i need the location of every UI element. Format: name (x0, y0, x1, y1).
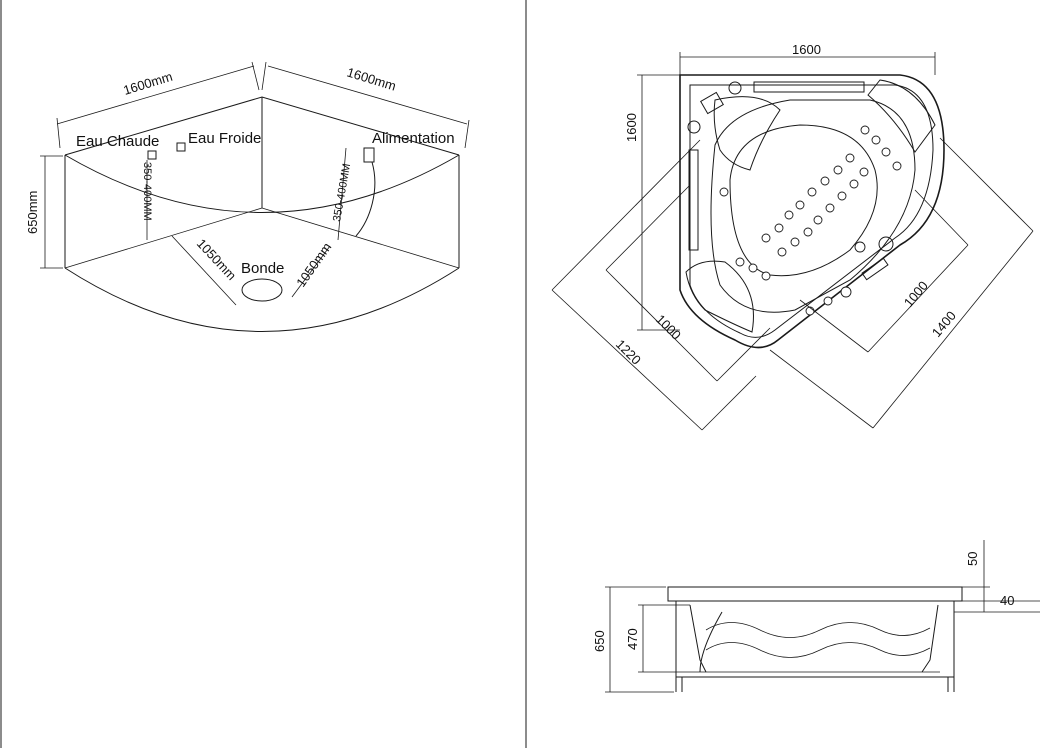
dim-pipe-right: 350-400MM (331, 163, 353, 223)
label-cold-water: Eau Froide (188, 130, 261, 147)
dim-top-left: 1600mm (121, 69, 174, 98)
dim-height: 650mm (25, 191, 40, 234)
dim-top-right: 1600mm (345, 65, 398, 94)
dim-plan-1220: 1220 (613, 337, 644, 368)
drain-icon (241, 278, 283, 302)
headrest-left (713, 96, 781, 171)
corner-bath-3d-view: 1600mm 1600mm 650mm Eau Chaude Eau Froid… (25, 61, 470, 332)
headrest-bottom (685, 260, 754, 333)
dim-plan-1000-right: 1000 (901, 278, 931, 310)
bath-side-view: 650 470 50 40 (592, 540, 1040, 693)
dim-plan-top: 1600 (792, 42, 821, 57)
dim-plan-1400: 1400 (929, 308, 959, 340)
dim-side-rim-side: 40 (1000, 593, 1014, 608)
dim-side-inner: 470 (625, 628, 640, 650)
dim-drain-right: 1050mm (293, 240, 334, 290)
jets (719, 125, 902, 316)
dim-side-total: 650 (592, 630, 607, 652)
bath-plan-view: 1600 1600 1000 1220 1000 1400 (551, 42, 1034, 431)
dim-drain-left: 1050mm (194, 236, 239, 283)
dim-plan-1000-left: 1000 (653, 312, 684, 343)
dim-pipe-left: 350-400MM (141, 162, 153, 221)
label-drain: Bonde (241, 260, 284, 277)
dim-side-rim-top: 50 (965, 552, 980, 566)
label-hot-water: Eau Chaude (76, 133, 159, 150)
headrest-top (867, 79, 936, 153)
label-power: Alimentation (372, 130, 455, 147)
dim-plan-side: 1600 (624, 113, 639, 142)
